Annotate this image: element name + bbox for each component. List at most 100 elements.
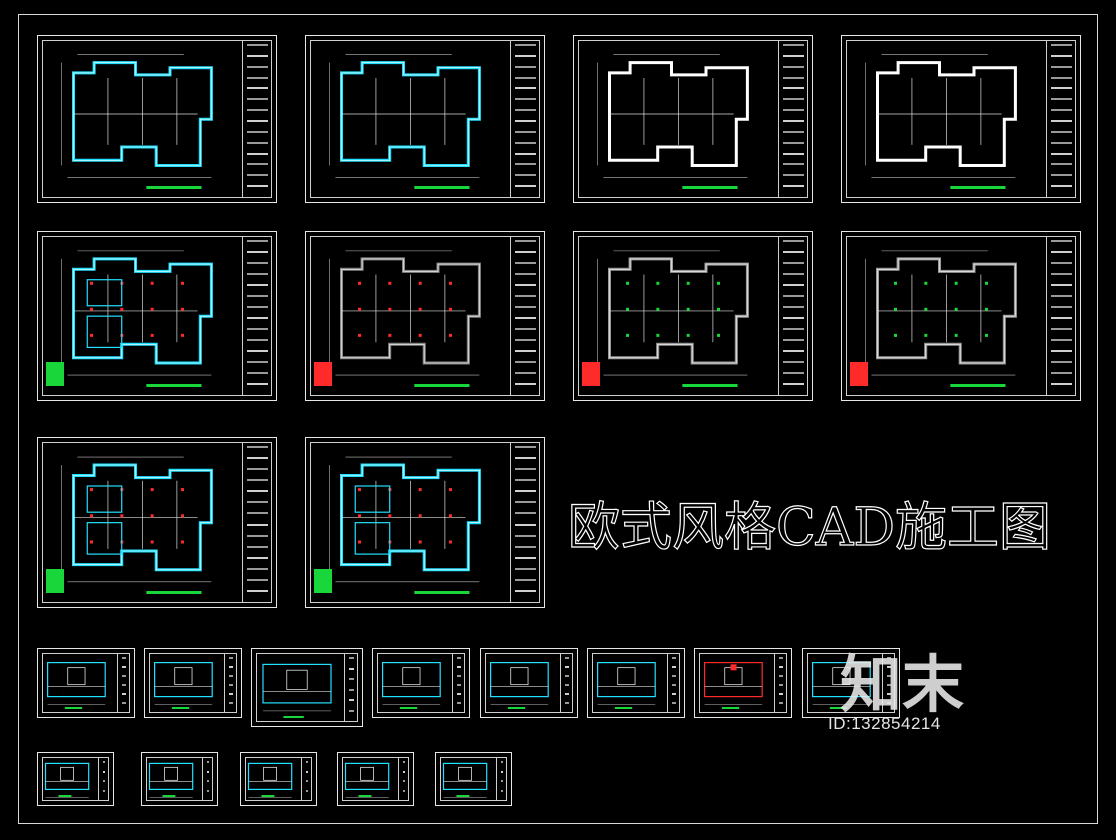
title-block-row <box>1051 120 1072 122</box>
title-block-row <box>783 273 804 275</box>
elevation-panel <box>458 766 472 781</box>
sheet-drawing <box>865 54 1017 189</box>
title-block-row <box>247 512 268 515</box>
fixture-mark <box>90 488 94 492</box>
drawing-sheet-plan-2 <box>305 35 545 203</box>
title-block-row <box>515 120 536 122</box>
title-block-row <box>247 317 268 319</box>
title-block-row <box>783 317 804 319</box>
title-block-row <box>122 702 126 704</box>
sheet-inner-border <box>42 653 130 713</box>
drawing-title-strip <box>414 591 470 594</box>
fixture-mark <box>626 281 630 285</box>
drawing-title-strip <box>399 707 418 709</box>
fixture-mark <box>358 333 362 337</box>
title-block-row <box>515 361 536 363</box>
drawing-sheet-ceiling-1 <box>37 231 277 401</box>
fixture-mark <box>717 281 721 285</box>
elevation-panel <box>67 667 86 686</box>
drawing-sheet-section-4 <box>337 752 414 806</box>
drawing-sheet-elevation-7 <box>694 648 792 718</box>
title-block-row <box>565 684 569 686</box>
elevation-panel <box>263 766 277 781</box>
title-block-row <box>247 457 268 460</box>
title-block-row <box>103 770 105 773</box>
fixture-mark <box>924 307 928 311</box>
title-block-row <box>515 185 536 188</box>
drawing-sheet-elevation-3 <box>251 648 363 727</box>
title-block-row <box>783 152 804 155</box>
ceiling-panel <box>86 315 123 349</box>
elevation-outline <box>597 662 656 698</box>
fixture-mark <box>388 281 392 285</box>
sheet-inner-border <box>310 236 540 396</box>
title-block-row <box>306 770 308 773</box>
title-block-row <box>247 120 268 122</box>
sheet-title-block <box>496 757 507 801</box>
sheet-drawing <box>490 662 549 709</box>
sheet-inner-border <box>377 653 465 713</box>
title-block-row <box>247 468 268 471</box>
watermark-logo-text: 知末 <box>840 648 964 718</box>
sheet-drawing <box>61 54 213 189</box>
title-block-row <box>1051 262 1072 264</box>
title-block-row <box>247 339 268 341</box>
title-block-row <box>783 185 804 188</box>
drawing-title-strip <box>614 707 633 709</box>
elevation-panel <box>402 667 421 686</box>
sheet-title-block <box>242 236 272 396</box>
title-block-row <box>247 567 268 570</box>
title-block-row <box>672 702 676 704</box>
title-block-row <box>457 684 461 686</box>
title-block-row <box>783 109 804 112</box>
elevation-outline <box>262 663 332 704</box>
sheet-title-block <box>778 236 808 396</box>
title-block-row <box>247 523 268 526</box>
drawing-title-strip <box>829 707 848 709</box>
title-block-row <box>515 174 536 177</box>
title-block-row <box>349 688 354 691</box>
elevation-panel <box>360 766 374 781</box>
title-block-row <box>783 361 804 363</box>
title-block-row <box>1051 65 1072 68</box>
title-block-row <box>783 87 804 90</box>
title-block-row <box>515 589 536 592</box>
title-block-row <box>783 54 804 57</box>
sheet-drawing <box>704 662 763 709</box>
title-block-row <box>783 174 804 177</box>
sheet-title-block <box>1046 40 1076 198</box>
fixture-mark <box>656 281 660 285</box>
sheet-drawing <box>262 663 332 718</box>
drawing-sheet-section-3 <box>240 752 317 806</box>
title-block-row <box>247 65 268 68</box>
drawing-sheet-elevation-4 <box>372 648 470 718</box>
title-block-row <box>501 770 503 773</box>
title-block-row <box>247 556 268 559</box>
sheet-inner-border <box>310 442 540 603</box>
sheet-inner-border <box>256 653 358 722</box>
fixture-mark <box>90 514 94 518</box>
title-block-row <box>672 684 676 686</box>
elevation-panel <box>60 766 74 781</box>
title-block-row <box>783 284 804 286</box>
title-block-row <box>515 295 536 297</box>
title-block-row <box>515 501 536 504</box>
title-block-row <box>1051 174 1072 177</box>
sheet-drawing <box>442 762 488 798</box>
title-block-row <box>247 240 268 242</box>
fixture-mark <box>181 333 185 337</box>
title-block-row <box>887 657 891 659</box>
title-block-row <box>515 65 536 68</box>
sheet-title-block <box>774 653 787 713</box>
drawing-title-strip <box>414 384 470 387</box>
ceiling-panel <box>86 279 123 307</box>
title-block-row <box>247 295 268 297</box>
title-block-row <box>672 657 676 659</box>
title-block-row <box>457 657 461 659</box>
title-block-row <box>783 120 804 122</box>
title-block-row <box>515 141 536 144</box>
title-block-row <box>515 523 536 526</box>
fixture-mark <box>90 333 94 337</box>
drawing-title-strip <box>358 795 372 797</box>
title-block-row <box>1051 76 1072 79</box>
